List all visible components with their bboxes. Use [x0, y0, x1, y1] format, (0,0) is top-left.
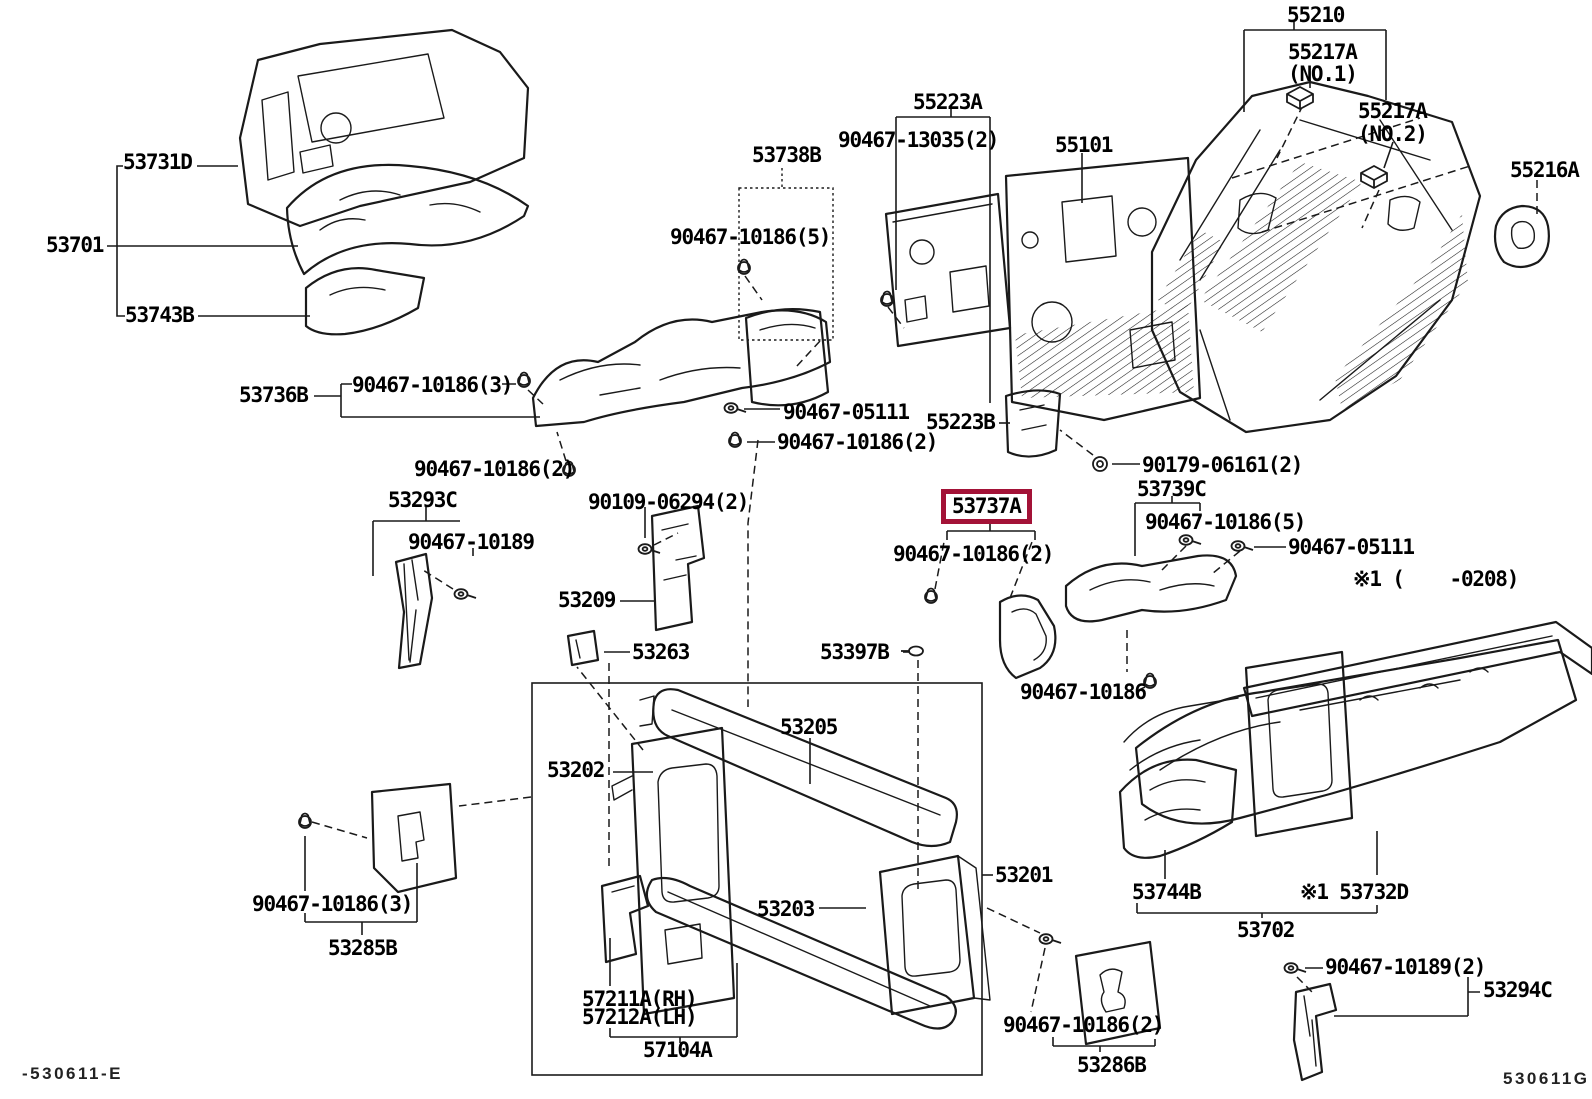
part-label-55216a: 55216A — [1510, 158, 1580, 182]
part-label-53201: 53201 — [995, 863, 1053, 887]
part-label-90467-05111: 90467-05111 — [783, 400, 910, 424]
part-label-57212a-lh: 57212A(LH) — [582, 1005, 698, 1029]
part-label-55217a: 55217A — [1288, 40, 1358, 64]
part-label-90467-10186-2: 90467-10186(2) — [893, 542, 1054, 566]
part-label-53293c: 53293C — [388, 488, 458, 512]
part-label-90467-10186: 90467-10186 — [1020, 680, 1147, 704]
part-label-57211a-rh: 57211A(RH) — [582, 987, 698, 1011]
part-53203-shape — [878, 854, 991, 1016]
part-label-90467-10186-2: 90467-10186(2) — [1003, 1013, 1164, 1037]
part-label-53738b: 53738B — [752, 143, 822, 167]
part-label-53203: 53203 — [757, 897, 815, 921]
part-label-90467-10189-2: 90467-10189(2) — [1325, 955, 1486, 979]
part-label-55223b: 55223B — [926, 410, 996, 434]
part-53739c-shape — [1064, 554, 1238, 623]
part-label-90467-10186-3: 90467-10186(3) — [252, 892, 413, 916]
part-label-53205: 53205 — [780, 715, 838, 739]
part-label-57104a: 57104A — [643, 1038, 713, 1062]
part-label-55210: 55210 — [1287, 3, 1345, 27]
part-label-90467-10186-2: 90467-10186(2) — [414, 457, 575, 481]
part-53209-shape — [650, 504, 706, 632]
part-53294c-shape — [1292, 982, 1338, 1082]
part-53286b-shape — [1074, 940, 1162, 1046]
part-label-53202: 53202 — [547, 758, 605, 782]
part-53702-shape — [1123, 620, 1592, 838]
part-label-90467-13035-2: 90467-13035(2) — [838, 128, 999, 152]
part-53731d-shape — [238, 28, 530, 228]
part-label-53209: 53209 — [558, 588, 616, 612]
part-label-53739c: 53739C — [1137, 477, 1207, 501]
part-53701-shape — [285, 163, 530, 276]
part-53293c-shape — [394, 552, 434, 670]
part-label-1-0208: ※1 ( -0208) — [1353, 567, 1519, 591]
part-label-53743b: 53743B — [125, 303, 195, 327]
part-53744b-shape — [1118, 758, 1238, 859]
part-label-55217a: 55217A — [1358, 99, 1428, 123]
part-label-53286b: 53286B — [1077, 1053, 1147, 1077]
part-55216a-shape — [1493, 204, 1550, 269]
dashed-lines — [311, 104, 1538, 1013]
leader-lines — [107, 22, 1480, 1052]
part-label-90467-10186-5: 90467-10186(5) — [670, 225, 831, 249]
part-label-53294c: 53294C — [1483, 978, 1553, 1002]
part-label-no-2: (NO.2) — [1358, 122, 1428, 146]
part-label-53263: 53263 — [632, 640, 690, 664]
part-55101-shape — [1004, 156, 1202, 422]
part-57104a-shape — [645, 876, 957, 1030]
part-label-90179-06161-2: 90179-06161(2) — [1142, 453, 1303, 477]
part-label-no-1: (NO.1) — [1288, 62, 1358, 86]
part-label-90467-10186-5: 90467-10186(5) — [1145, 510, 1306, 534]
part-label-53397b: 53397B — [820, 640, 890, 664]
part-label-530611g: 530611G — [1503, 1069, 1590, 1088]
part-53202-shape — [611, 726, 736, 1016]
part-53205-shape — [639, 688, 958, 848]
part-label-90467-10186-2: 90467-10186(2) — [777, 430, 938, 454]
part-53263-shape — [566, 629, 600, 667]
part-53737a-shape — [998, 594, 1057, 680]
part-label-55101: 55101 — [1055, 133, 1113, 157]
part-label-90467-10189: 90467-10189 — [408, 530, 535, 554]
part-53285b-shape — [370, 782, 458, 894]
hatch-shading — [1015, 162, 1468, 410]
part-label-1-53732d: ※1 53732D — [1300, 880, 1409, 904]
part-label-53702: 53702 — [1237, 918, 1295, 942]
part-label-53744b: 53744B — [1132, 880, 1202, 904]
part-label-55223a: 55223A — [913, 90, 983, 114]
part-label-90467-05111: 90467-05111 — [1288, 535, 1415, 559]
part-label-53701: 53701 — [46, 233, 104, 257]
part-label-530611-e: -530611-E — [22, 1064, 123, 1083]
part-label-53736b: 53736B — [239, 383, 309, 407]
part-label-90109-06294-2: 90109-06294(2) — [588, 490, 749, 514]
part-55223b-shape — [1004, 389, 1062, 458]
part-label-90467-10186-3: 90467-10186(3) — [352, 373, 513, 397]
part-label-53285b: 53285B — [328, 936, 398, 960]
part-55223a-shape — [884, 192, 1012, 348]
part-57211a-shape — [600, 874, 650, 964]
part-53736b-shape — [531, 308, 832, 428]
part-label-53737a: 53737A — [941, 489, 1032, 524]
part-53743b-shape — [304, 267, 426, 336]
part-label-53731d: 53731D — [123, 150, 193, 174]
